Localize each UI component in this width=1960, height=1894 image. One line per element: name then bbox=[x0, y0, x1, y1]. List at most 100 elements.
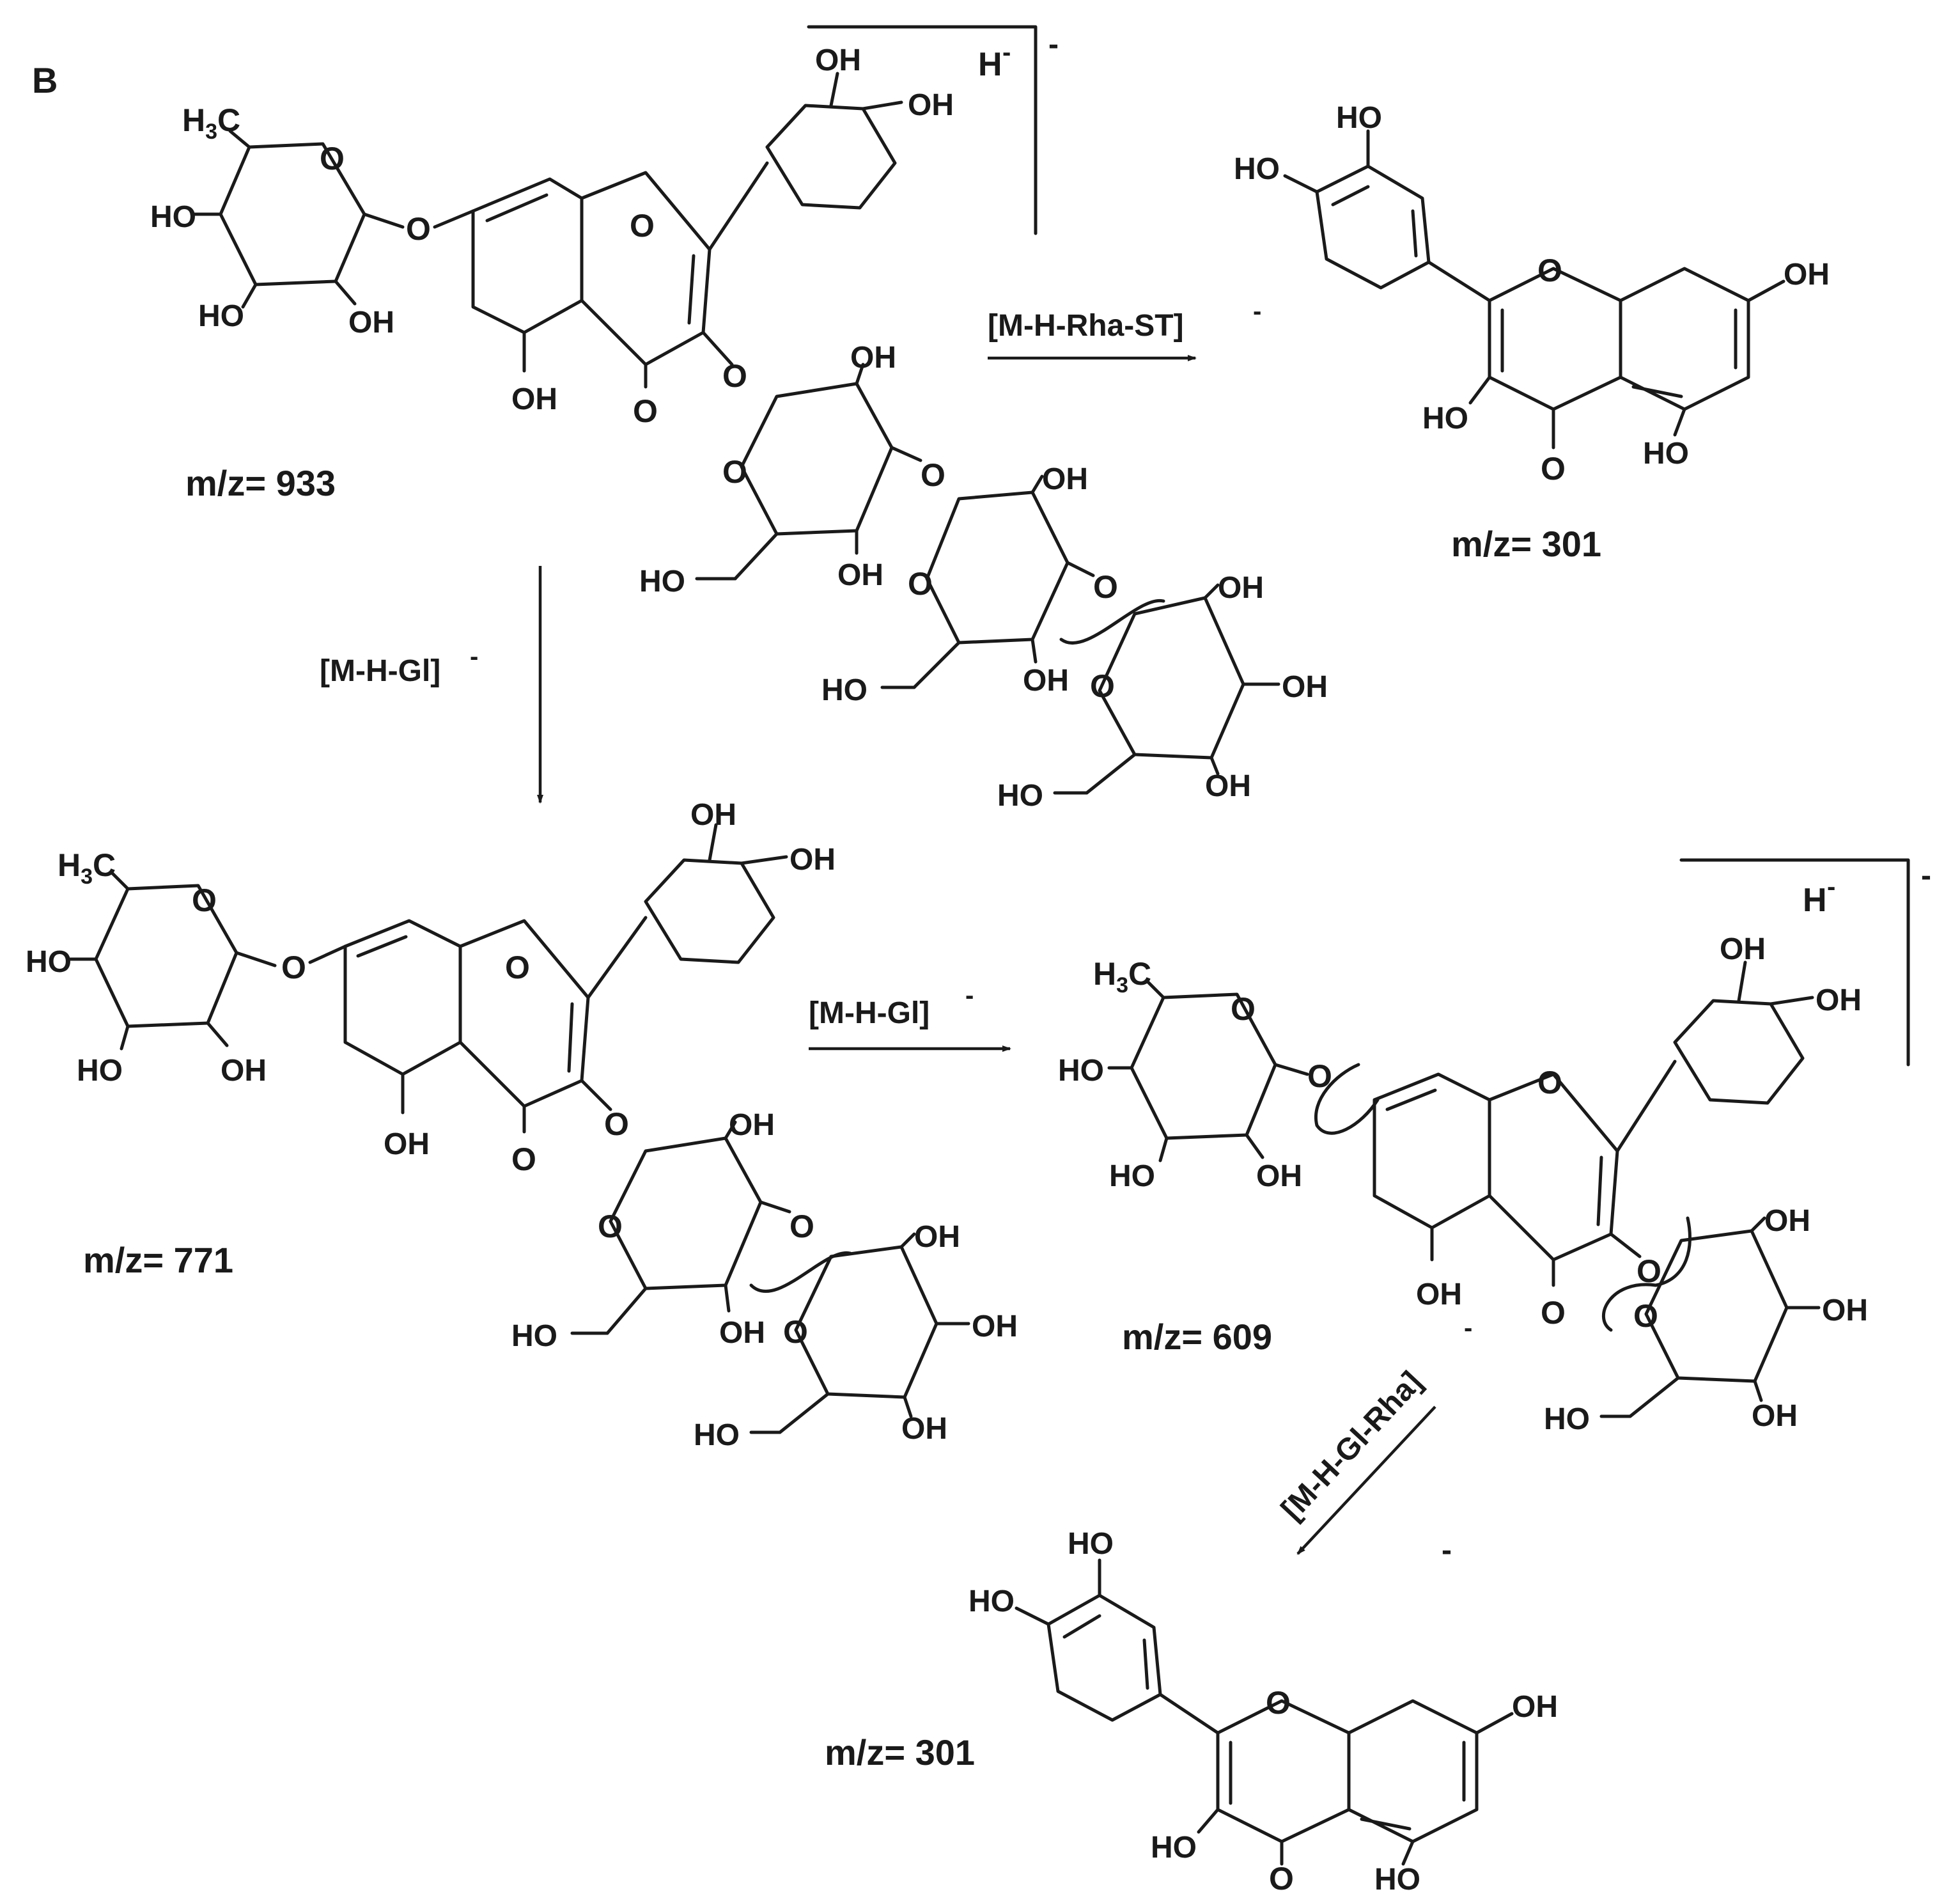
c-ring bbox=[1488, 267, 1622, 411]
b-oh-bond bbox=[740, 855, 788, 865]
ring-oxygen-label: O bbox=[1633, 1298, 1658, 1334]
cleavage-mark bbox=[1314, 1063, 1380, 1135]
ch3-bond bbox=[1146, 980, 1165, 999]
cleavage-mark bbox=[749, 1251, 852, 1293]
glycosidic-bond bbox=[433, 209, 475, 229]
charge-bracket bbox=[807, 25, 1038, 235]
hydroxyl-label: OH bbox=[221, 1054, 267, 1088]
b-oh-bond bbox=[1015, 1606, 1050, 1626]
cleavage-mark bbox=[1602, 1216, 1692, 1332]
b-ring bbox=[1315, 164, 1431, 290]
linker-oxygen-label: O bbox=[281, 950, 306, 985]
transition-933-to-771: [M-H-Gl] - bbox=[320, 566, 543, 804]
hydroxyl-label: OH bbox=[1512, 1690, 1558, 1724]
hydroxyl-label: HO bbox=[1058, 1054, 1104, 1088]
b-ring-double bbox=[1331, 185, 1370, 207]
ch2oh-bond bbox=[912, 641, 961, 689]
glycosidic-bond bbox=[235, 951, 277, 967]
panel-label: B bbox=[32, 60, 58, 100]
c-ring-double bbox=[567, 1002, 574, 1073]
carbonyl-oxygen-label: O bbox=[1269, 1861, 1294, 1894]
b-ring-link bbox=[1427, 260, 1491, 302]
hydroxyl-label: OH bbox=[1282, 670, 1328, 704]
hydroxyl-label: OH bbox=[901, 1412, 947, 1446]
glucose-ring-1 bbox=[609, 1136, 763, 1290]
hydroxyl-label: OH bbox=[914, 1220, 960, 1254]
hydroxyl-label: HO bbox=[1151, 1831, 1197, 1865]
hydroxyl-label: OH bbox=[789, 843, 836, 877]
hydroxyl-label: OH bbox=[850, 341, 896, 375]
hydroxyl-label: HO bbox=[821, 673, 867, 707]
hydroxyl-label: HO bbox=[1068, 1527, 1114, 1561]
methyl-label: H3C bbox=[58, 847, 116, 889]
hydroxyl-label: HO bbox=[968, 1585, 1015, 1618]
hydroxyl-label: OH bbox=[837, 558, 883, 592]
b-oh-bond bbox=[861, 100, 903, 111]
ring-oh-bond bbox=[724, 1283, 731, 1313]
glycosidic-bond bbox=[1273, 1063, 1309, 1076]
ch2oh-bond bbox=[1085, 753, 1137, 795]
hydroxyl-label: OH bbox=[1816, 983, 1862, 1017]
c-ring bbox=[1216, 1699, 1351, 1843]
ch3-bond bbox=[110, 871, 130, 891]
hydroxyl-label: OH bbox=[1752, 1399, 1798, 1433]
hydroxyl-label: HO bbox=[997, 779, 1043, 813]
transition-charge: - bbox=[965, 982, 974, 1010]
b-ring-double bbox=[1411, 209, 1418, 258]
a-oh-bond bbox=[1475, 1712, 1514, 1735]
b-oh-bond bbox=[1283, 174, 1319, 194]
ring-oh-bond bbox=[1203, 583, 1220, 600]
linker-oxygen-label: O bbox=[604, 1106, 629, 1142]
methyl-label: H3C bbox=[182, 102, 240, 144]
mz-label: m/z= 771 bbox=[83, 1240, 233, 1280]
ring-oh-bond bbox=[899, 1232, 916, 1249]
hydroxyl-label: OH bbox=[719, 1316, 765, 1350]
hydroxyl-label: HO bbox=[694, 1418, 740, 1452]
b-ring-link bbox=[1615, 1060, 1677, 1153]
hydroxyl-label: OH bbox=[1416, 1278, 1462, 1311]
hydroxyl-label: HO bbox=[1422, 402, 1468, 435]
transition-933-to-301: [M-H-Rha-ST] - bbox=[988, 297, 1261, 361]
structure-fragment-609: H - - H3C O HO HO OH O O O OH OH OH O bbox=[1058, 858, 1931, 1436]
hydroxyl-label: HO bbox=[1374, 1863, 1420, 1894]
charge-h-minus-sign: - bbox=[1002, 38, 1011, 67]
carbonyl-oxygen-label: O bbox=[633, 393, 658, 429]
transition-label: [M-H-Gl] bbox=[320, 654, 440, 688]
ring-oxygen-label: O bbox=[598, 1209, 623, 1244]
c-ring-double bbox=[687, 254, 696, 325]
hydroxyl-label: OH bbox=[729, 1108, 775, 1142]
reaction-arrow bbox=[1296, 1405, 1436, 1555]
glycosidic-bond bbox=[701, 331, 734, 366]
ring-oxygen-label: O bbox=[1537, 253, 1562, 288]
ring-oxygen-label: O bbox=[1231, 991, 1256, 1027]
ring-oh-bond bbox=[206, 1021, 229, 1047]
b-ring-link bbox=[708, 161, 769, 251]
glycosidic-bond bbox=[890, 446, 922, 462]
hydroxyl-label: HO bbox=[1109, 1159, 1155, 1193]
charge-sign: - bbox=[1048, 27, 1059, 61]
glucose-ring bbox=[1644, 1229, 1789, 1383]
ring-oxygen-label: O bbox=[505, 950, 530, 985]
linker-oxygen-label: O bbox=[406, 211, 431, 247]
c-ring bbox=[1488, 1072, 1619, 1262]
hydroxyl-label: HO bbox=[26, 945, 72, 979]
hydroxyl-label: HO bbox=[511, 1319, 557, 1353]
a-oh-bond bbox=[1401, 1840, 1415, 1866]
hydroxyl-label: OH bbox=[348, 306, 394, 340]
mz-label: m/z= 933 bbox=[185, 463, 336, 503]
structure-aglycone-301-bottom: - HO HO O O OH HO HO m/z= 301 bbox=[825, 1527, 1558, 1894]
hydroxyl-label: HO bbox=[150, 200, 196, 234]
glycosidic-bond bbox=[1066, 561, 1095, 577]
hydroxyl-label: OH bbox=[815, 43, 861, 77]
ring-oxygen-label: O bbox=[192, 882, 217, 918]
ring-oh-bond bbox=[1209, 756, 1220, 776]
hydroxyl-label: OH bbox=[972, 1310, 1018, 1343]
carbonyl-oxygen-label: O bbox=[1541, 451, 1566, 487]
glucose-ring-2 bbox=[794, 1245, 938, 1399]
ring-oh-bond bbox=[241, 283, 258, 309]
ring-oh-bond bbox=[1031, 638, 1038, 664]
a-ring-double bbox=[1631, 385, 1683, 398]
transition-charge: - bbox=[1464, 1314, 1472, 1342]
ring-oxygen-label: O bbox=[783, 1314, 808, 1350]
transition-609-to-301: [M-H-Gl-Rha] - bbox=[1275, 1314, 1472, 1555]
